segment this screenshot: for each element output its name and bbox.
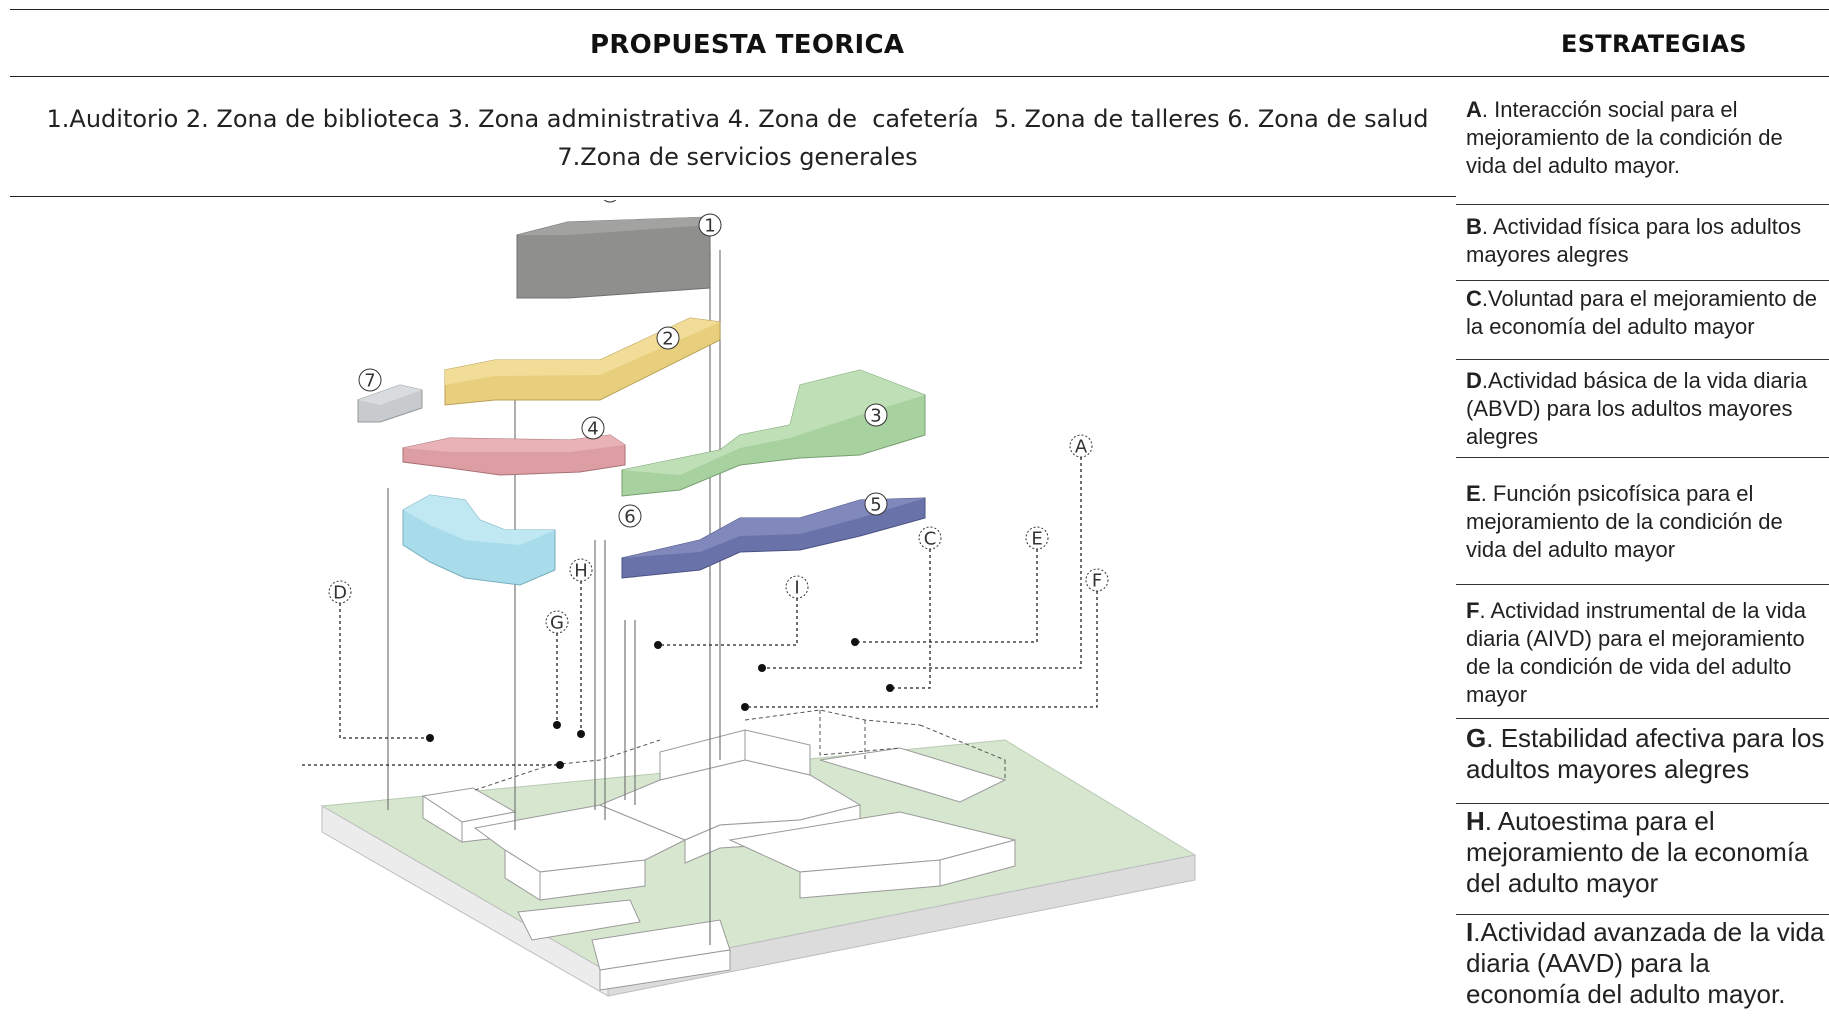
ground-floor-volumes [421, 729, 1016, 991]
strategy-label-h-text: H [574, 561, 588, 582]
zone-label-5-text: 5 [870, 495, 881, 516]
leader-line-d [339, 603, 430, 739]
leader-line-c [890, 549, 931, 689]
zone-label-1-text: 1 [704, 216, 715, 237]
leader-dots [426, 638, 894, 769]
strategy-divider [1456, 359, 1829, 360]
leader-line-f [745, 591, 1098, 708]
strategy-label-d-text: D [333, 583, 347, 604]
strategy-label-e: E [1025, 526, 1049, 550]
strategy-f: F. Actividad instrumental de la vida dia… [1466, 598, 1806, 707]
proposal-line-2: 7.Zona de servicios generales [557, 143, 918, 171]
leader-dot-h [577, 730, 585, 738]
zone-3-administrativa [621, 369, 926, 497]
leader-dot-f [741, 703, 749, 711]
zone-label-5: 5 [864, 492, 888, 516]
strategy-divider [1456, 584, 1829, 585]
strategy-a: A. Interacción social para el mejoramien… [1466, 97, 1783, 178]
proposal-zone-list: 1.Auditorio 2. Zona de biblioteca 3. Zon… [40, 100, 1435, 176]
zone-label-4-text: 4 [587, 419, 598, 440]
strategy-h: H. Autoestima para el mejoramiento de la… [1466, 806, 1809, 898]
zone-6-salud [402, 494, 556, 586]
strategy-label-g-text: G [550, 613, 564, 634]
zone-label-3-text: 3 [870, 406, 881, 427]
leader-dot-e [851, 638, 859, 646]
strategy-divider [1456, 718, 1829, 719]
strategy-label-i: I [785, 575, 809, 599]
strategy-labels-drawn: ABCDEFGHI [328, 434, 1109, 634]
strategy-divider [1456, 914, 1829, 915]
leader-dot-c [886, 684, 894, 692]
leader-line-e [855, 549, 1038, 643]
table-header-rule [10, 76, 1829, 77]
zone-label-4: 4 [581, 416, 605, 440]
strategy-divider [1456, 803, 1829, 804]
strategy-e: E. Función psicofísica para el mejoramie… [1466, 481, 1783, 562]
strategy-b: B. Actividad física para los adultos may… [1466, 214, 1802, 267]
strategy-label-a: A [1069, 434, 1093, 458]
strategy-label-g: G [545, 610, 569, 634]
leader-dot-a [758, 664, 766, 672]
strategy-label-a-text: A [1075, 437, 1088, 458]
leader-line-i [658, 598, 798, 646]
strategy-c: C.Voluntad para el mejoramiento de la ec… [1466, 286, 1818, 339]
strategy-label-i-text: I [794, 578, 799, 599]
zone-4-cafeteria [402, 434, 626, 476]
zone-label-7-text: 7 [364, 371, 375, 392]
header-propuesta-teorica: PROPUESTA TEORICA [590, 30, 905, 60]
strategy-divider [1456, 457, 1829, 458]
strategy-label-d: D [328, 580, 352, 604]
strategy-label-f-text: F [1092, 571, 1102, 592]
leader-dot-i [654, 641, 662, 649]
zone-7-servicios [357, 384, 423, 423]
zone-2-biblioteca [444, 317, 721, 406]
strategy-label-h: H [569, 558, 593, 582]
header-estrategias: ESTRATEGIAS [1561, 30, 1747, 58]
zone-label-6-text: 6 [624, 507, 635, 528]
strategy-d: D.Actividad básica de la vida diaria (AB… [1466, 368, 1808, 449]
zone-label-3: 3 [864, 403, 888, 427]
leader-line-a [762, 457, 1082, 669]
leader-dot-b [556, 761, 564, 769]
strategy-label-e-text: E [1031, 529, 1042, 550]
dashed-leaders [300, 457, 1098, 766]
strategy-label-c-text: C [924, 529, 937, 550]
zone-labels-drawn: 1 2 3 4 5 6 7 [358, 213, 888, 528]
proposal-line-1: 1.Auditorio 2. Zona de biblioteca 3. Zon… [46, 105, 1429, 133]
strategy-g: G. Estabilidad afectiva para los adultos… [1466, 723, 1825, 784]
table-top-rule [10, 9, 1829, 10]
zone-label-2-text: 2 [662, 329, 673, 350]
strategy-i: I.Actividad avanzada de la vida diaria (… [1466, 917, 1825, 1009]
strategy-divider [1456, 204, 1829, 205]
zone-label-1: 1 [698, 213, 722, 237]
table-row-rule [10, 196, 1456, 197]
zone-label-2: 2 [656, 326, 680, 350]
zone-label-7: 7 [358, 368, 382, 392]
ground-floor-dashed-outlines [474, 709, 1006, 791]
zone-1-auditorio [516, 216, 711, 299]
leader-dot-d [426, 734, 434, 742]
zone-label-6: 6 [618, 504, 642, 528]
strategy-label-c: C [918, 526, 942, 550]
zone-labels [603, 200, 617, 203]
leader-dot-g [553, 721, 561, 729]
strategy-divider [1456, 280, 1829, 281]
strategy-label-f: F [1085, 568, 1109, 592]
zone-5-talleres [621, 497, 926, 579]
zone-label-1 [603, 200, 617, 203]
